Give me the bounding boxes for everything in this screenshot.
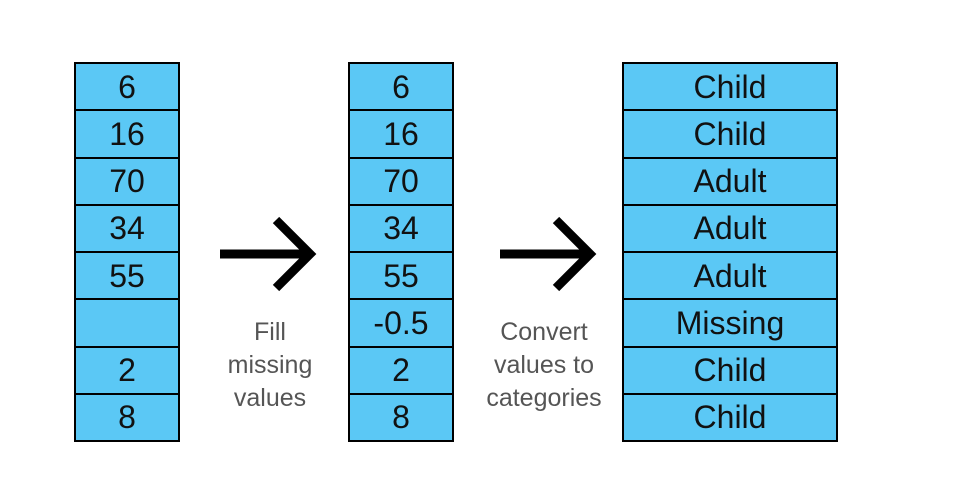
raw-value-cell xyxy=(76,300,178,346)
raw-value-cell: 16 xyxy=(76,111,178,157)
filled-value-cell: 34 xyxy=(350,205,452,251)
category-value-cell: Adult xyxy=(624,158,836,204)
category-value-cell: Adult xyxy=(624,205,836,251)
filled-value-cell: 8 xyxy=(350,394,452,440)
filled-value-cell: 2 xyxy=(350,347,452,393)
raw-value-cell: 70 xyxy=(76,158,178,204)
arrow-right-icon xyxy=(500,216,597,292)
category-value-cell: Child xyxy=(624,347,836,393)
filled-value-cell: -0.5 xyxy=(350,300,452,346)
category-value-cell: Child xyxy=(624,394,836,440)
fill-missing-caption: Fill missing values xyxy=(227,318,313,412)
category-value-cell: Child xyxy=(624,111,836,157)
convert-categories-caption: Convert values to categories xyxy=(486,318,602,412)
category-value-cell: Child xyxy=(624,64,836,110)
filled-value-cell: 6 xyxy=(350,64,452,110)
raw-value-cell: 2 xyxy=(76,347,178,393)
arrow-right-icon xyxy=(220,216,317,292)
filled-value-cell: 16 xyxy=(350,111,452,157)
raw-value-cell: 8 xyxy=(76,394,178,440)
filled-value-cell: 70 xyxy=(350,158,452,204)
category-value-cell: Adult xyxy=(624,253,836,299)
raw-value-cell: 34 xyxy=(76,205,178,251)
category-value-cell: Missing xyxy=(624,300,836,346)
raw-value-cell: 6 xyxy=(76,64,178,110)
raw-value-cell: 55 xyxy=(76,253,178,299)
filled-value-cell: 55 xyxy=(350,253,452,299)
